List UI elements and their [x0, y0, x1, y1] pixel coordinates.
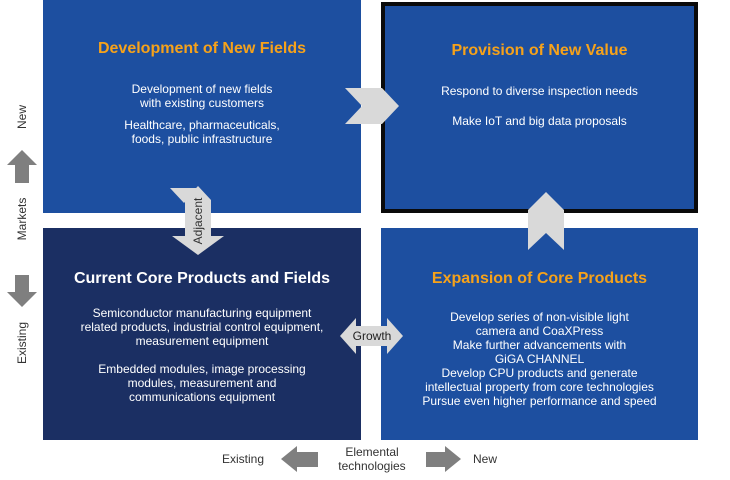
quadrant-expansion-of-core-products: Expansion of Core Products Develop serie…	[381, 228, 698, 440]
double-arrow-horizontal	[340, 318, 403, 354]
quadrant-text: Respond to diverse inspection needs	[441, 84, 638, 98]
quadrant-text: Make IoT and big data proposals	[452, 114, 627, 128]
quadrant-body: Development of new fields with existing …	[43, 82, 361, 154]
quadrant-text: Healthcare, pharmaceuticals, foods, publ…	[124, 118, 280, 146]
quadrant-body: Develop series of non-visible light came…	[381, 310, 698, 416]
chevron-right-arrow	[345, 88, 399, 124]
adjacent-arrow-body	[172, 186, 224, 255]
quadrant-text: Embedded modules, image processing modul…	[98, 362, 306, 404]
quadrant-current-core-products: Current Core Products and Fields Semicon…	[43, 228, 361, 440]
adjacent-label: Adjacent	[191, 197, 205, 245]
markets-down-arrow	[7, 275, 37, 307]
markets-up-arrow	[7, 150, 37, 183]
double-arrow-vertical	[170, 188, 197, 203]
technologies-axis-label: Elemental technologies	[338, 445, 406, 473]
quadrant-title: Expansion of Core Products	[431, 270, 648, 287]
technologies-left-arrow	[281, 446, 318, 472]
quadrant-development-of-new-fields: Development of New Fields Development of…	[43, 0, 361, 213]
quadrant-text: Semiconductor manufacturing equipment re…	[80, 306, 324, 348]
technologies-right-arrow	[426, 446, 461, 472]
quadrant-body: Semiconductor manufacturing equipment re…	[43, 306, 361, 412]
quadrant-title: Development of New Fields	[97, 40, 307, 57]
markets-axis-label: Markets	[15, 197, 29, 241]
technologies-existing-label: Existing	[222, 452, 265, 466]
chevron-up-arrow	[528, 192, 564, 250]
technologies-new-label: New	[473, 452, 498, 466]
quadrant-body: Respond to diverse inspection needs Make…	[385, 84, 694, 136]
growth-label: Growth	[352, 329, 392, 343]
markets-new-label: New	[15, 105, 29, 130]
markets-existing-label: Existing	[15, 321, 29, 365]
quadrant-title: Current Core Products and Fields	[73, 270, 331, 287]
quadrant-text: Develop series of non-visible light came…	[422, 310, 657, 408]
quadrant-provision-of-new-value: Provision of New Value Respond to divers…	[381, 2, 698, 213]
quadrant-text: Development of new fields with existing …	[131, 82, 273, 110]
quadrant-title: Provision of New Value	[451, 42, 628, 59]
